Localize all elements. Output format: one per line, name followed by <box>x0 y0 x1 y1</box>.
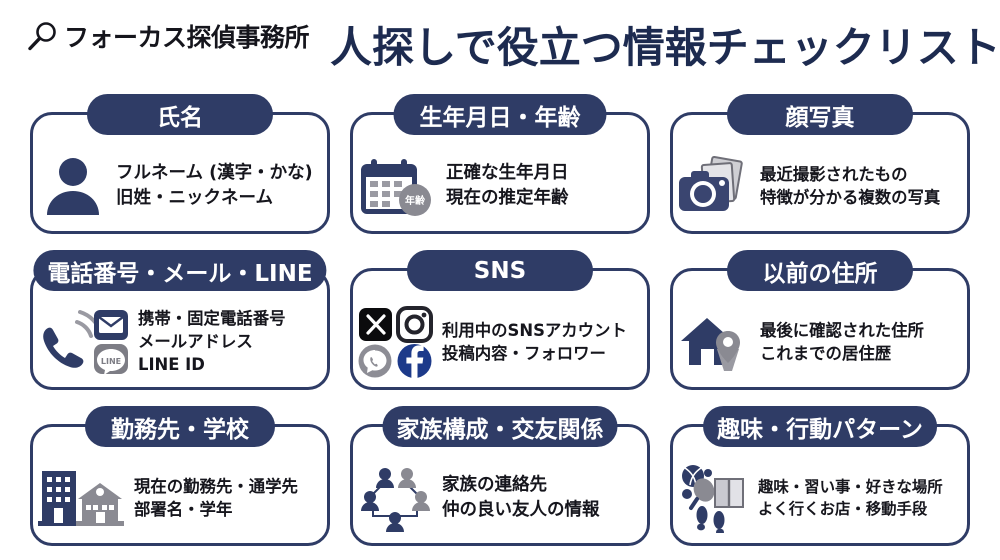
card-icon-group <box>36 155 110 217</box>
footprints-icon <box>696 506 725 533</box>
card-title-pill: 勤務先・学校 <box>85 406 275 447</box>
facebook-icon <box>397 344 432 378</box>
map-pin-icon <box>716 331 740 371</box>
people-network-icon <box>357 464 435 532</box>
card-name: 氏名 フルネーム (漢字・かな) 旧姓・ニックネーム <box>22 94 338 238</box>
card-icon-group: 年齢 <box>356 155 440 217</box>
card-content: フルネーム (漢字・かな) 旧姓・ニックネーム <box>36 140 328 232</box>
card-text-lines: 現在の勤務先・通学先 部署名・学年 <box>134 476 328 521</box>
card-title-pill: 顔写真 <box>727 94 913 135</box>
card-text-lines: フルネーム (漢字・かな) 旧姓・ニックネーム <box>116 162 328 210</box>
whatsapp-icon <box>358 344 392 378</box>
age-badge-label: 年齢 <box>405 194 426 207</box>
card-previous-address: 以前の住所 最後に確認された住所 これまでの居住歴 <box>662 250 978 394</box>
card-icon-group <box>676 309 754 375</box>
card-text-lines: 正確な生年月日 現在の推定年齢 <box>446 162 648 210</box>
card-icon-group <box>676 155 754 217</box>
card-line: メールアドレス <box>138 332 253 352</box>
card-line: よく行くお店・移動手段 <box>758 499 928 518</box>
paddle-icon <box>689 478 715 510</box>
card-line: 旧姓・ニックネーム <box>116 187 273 208</box>
card-line: フルネーム (漢字・かな) <box>116 163 313 184</box>
card-title-pill: 家族構成・交友関係 <box>382 406 618 447</box>
card-title: 趣味・行動パターン <box>717 416 923 443</box>
person-icon <box>43 155 103 217</box>
card-icon-group <box>36 465 128 531</box>
card-line: 特徴が分かる複数の写真 <box>760 187 941 207</box>
phone-icon <box>43 310 103 368</box>
calendar-icon: 年齢 <box>357 155 439 217</box>
checklist-grid: 氏名 フルネーム (漢字・かな) 旧姓・ニックネーム 生年月日・年齢 <box>22 94 978 550</box>
office-building-icon <box>38 471 80 526</box>
card-content: 年齢 正確な生年月日 現在の推定年齢 <box>356 140 648 232</box>
card-title: 勤務先・学校 <box>111 416 249 443</box>
line-badge-label: LINE <box>101 357 121 366</box>
card-phone-mail-line: 電話番号・メール・LINE <box>22 250 338 394</box>
brand-logo: フォーカス探偵事務所 <box>26 18 310 54</box>
card-hobby-behavior: 趣味・行動パターン <box>662 406 978 550</box>
card-text-lines: 最近撮影されたもの 特徴が分かる複数の写真 <box>760 164 968 209</box>
card-title: 氏名 <box>157 104 203 131</box>
page-title: 人探しで役立つ情報チェックリスト <box>330 23 1000 72</box>
card-birthdate-age: 生年月日・年齢 年齢 <box>342 94 658 238</box>
card-line: 家族の連絡先 <box>442 475 547 496</box>
card-line: 正確な生年月日 <box>446 163 569 184</box>
card-content: LINE 携帯・固定電話番号 メールアドレス LINE ID <box>36 296 328 388</box>
school-icon <box>76 483 124 526</box>
card-line: 現在の勤務先・通学先 <box>134 476 298 496</box>
card-family-friends: 家族構成・交友関係 <box>342 406 658 550</box>
camera-icon <box>677 155 753 217</box>
page-header: フォーカス探偵事務所 人探しで役立つ情報チェックリスト <box>0 0 1000 78</box>
card-sns: SNS <box>342 250 658 394</box>
mail-icon <box>94 310 128 340</box>
card-title: 家族構成・交友関係 <box>396 416 604 443</box>
card-title: 以前の住所 <box>762 260 878 287</box>
card-line: 最近撮影されたもの <box>760 164 908 184</box>
card-line: 仲の良い友人の情報 <box>442 499 600 520</box>
brand-name: フォーカス探偵事務所 <box>64 23 310 52</box>
card-title-pill: 以前の住所 <box>727 250 913 291</box>
instagram-icon <box>396 306 433 343</box>
card-content: 最後に確認された住所 これまでの居住歴 <box>676 296 968 388</box>
card-title-pill: SNS <box>407 250 593 291</box>
x-icon <box>359 308 392 341</box>
magnifier-icon <box>26 19 60 53</box>
card-text-lines: 家族の連絡先 仲の良い友人の情報 <box>442 474 648 522</box>
card-content: 趣味・習い事・好きな場所 よく行くお店・移動手段 <box>676 452 968 544</box>
card-title: SNS <box>473 257 527 284</box>
card-icon-group <box>356 464 436 532</box>
card-title: 生年月日・年齢 <box>419 104 581 131</box>
card-line: 趣味・習い事・好きな場所 <box>758 478 943 497</box>
card-text-lines: 利用中のSNSアカウント 投稿内容・フォロワー <box>442 320 648 365</box>
card-line: 投稿内容・フォロワー <box>442 343 606 363</box>
card-content: 最近撮影されたもの 特徴が分かる複数の写真 <box>676 140 968 232</box>
card-line: 部署名・学年 <box>134 499 233 519</box>
line-icon: LINE <box>94 344 128 375</box>
card-title-pill: 趣味・行動パターン <box>703 406 937 447</box>
card-title-pill: 生年月日・年齢 <box>393 94 607 135</box>
card-content: 利用中のSNSアカウント 投稿内容・フォロワー <box>356 296 648 388</box>
card-workplace-school: 勤務先・学校 <box>22 406 338 550</box>
card-icon-group <box>356 306 436 378</box>
card-line: 携帯・固定電話番号 <box>138 309 286 329</box>
card-text-lines: 趣味・習い事・好きな場所 よく行くお店・移動手段 <box>758 477 968 519</box>
card-line: 最後に確認された住所 <box>760 320 924 340</box>
card-icon-group: LINE <box>36 306 132 378</box>
card-content: 現在の勤務先・通学先 部署名・学年 <box>36 452 328 544</box>
card-line: これまでの居住歴 <box>760 343 892 363</box>
card-title: 顔写真 <box>785 104 855 131</box>
card-line: 現在の推定年齢 <box>446 187 569 208</box>
card-line: LINE ID <box>138 354 205 374</box>
card-face-photo: 顔写真 <box>662 94 978 238</box>
card-text-lines: 携帯・固定電話番号 メールアドレス LINE ID <box>138 308 328 375</box>
card-content: 家族の連絡先 仲の良い友人の情報 <box>356 452 648 544</box>
card-title-pill: 電話番号・メール・LINE <box>33 250 327 291</box>
card-text-lines: 最後に確認された住所 これまでの居住歴 <box>760 320 968 365</box>
card-title: 電話番号・メール・LINE <box>47 260 313 287</box>
card-line: 利用中のSNSアカウント <box>442 320 627 340</box>
card-title-pill: 氏名 <box>87 94 273 135</box>
card-icon-group <box>676 463 752 533</box>
book-icon <box>714 478 744 508</box>
